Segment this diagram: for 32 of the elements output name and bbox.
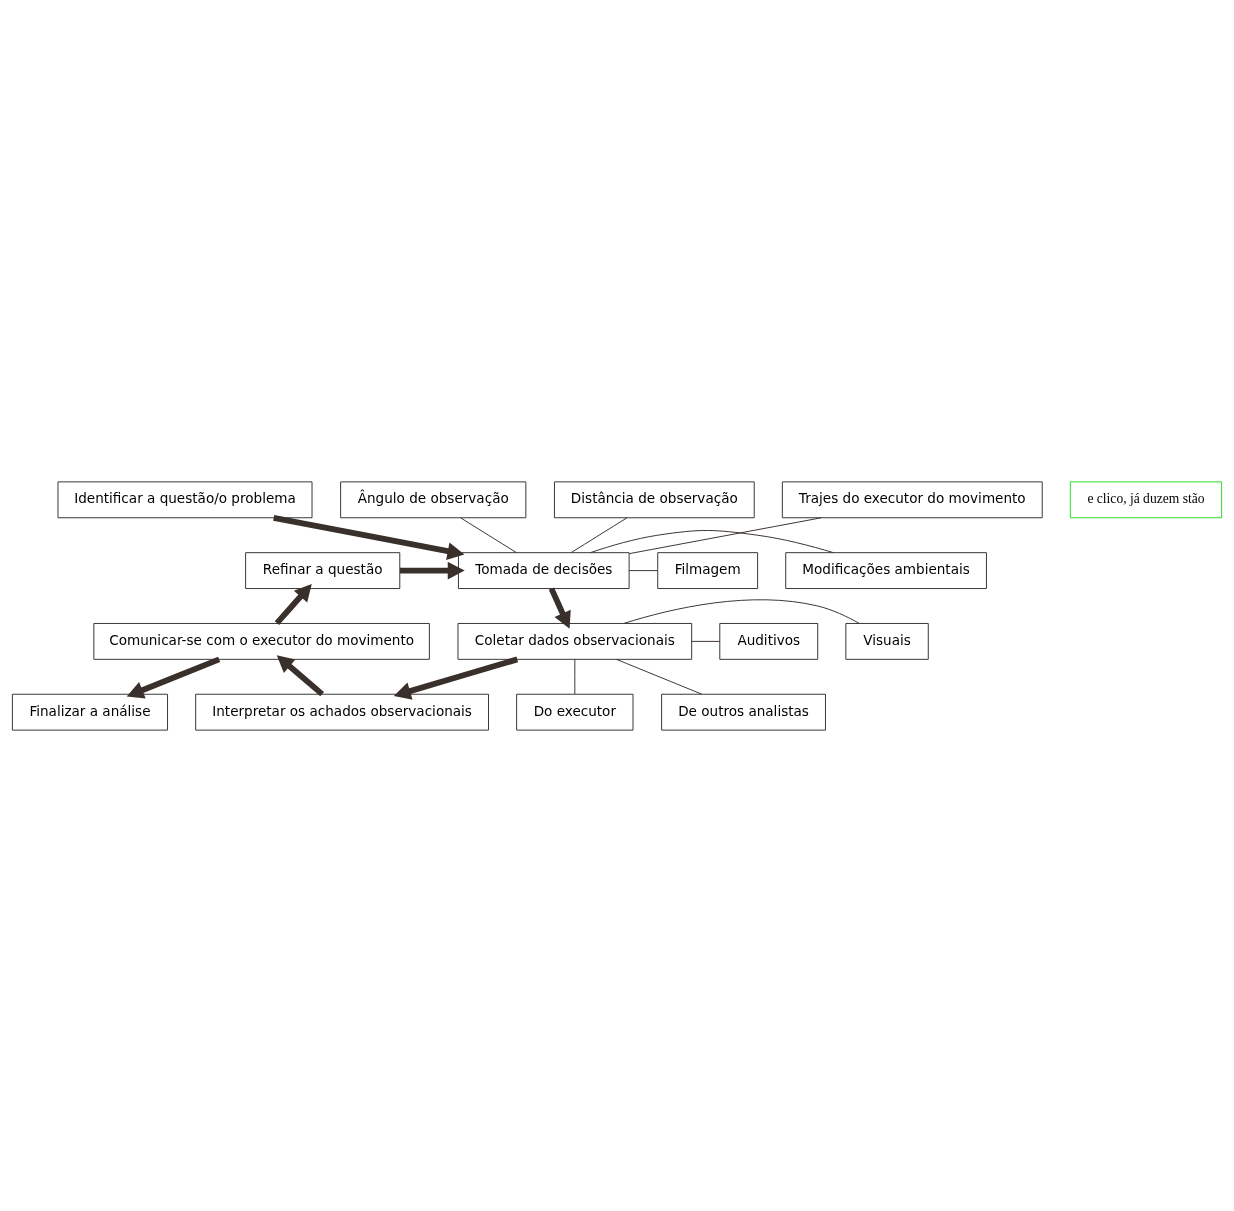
node-box: Interpretar os achados observacionais	[195, 693, 489, 731]
arrow	[274, 583, 312, 625]
node-box: Ângulo de observação	[340, 480, 527, 518]
node-box: Distância de observação	[553, 480, 755, 518]
connector	[460, 516, 517, 553]
node-box: Finalizar a análise	[11, 693, 169, 731]
node-box: Auditivos	[719, 622, 819, 660]
connector	[574, 658, 576, 694]
arrow	[548, 586, 571, 629]
connector	[691, 640, 720, 642]
node-box: De outros analistas	[661, 693, 826, 731]
node-box: Visuais	[845, 622, 929, 660]
node-box: Identificar a questão/o problema	[57, 480, 313, 518]
node-box: Refinar a questão	[245, 551, 401, 589]
connector	[589, 529, 834, 553]
node-box: Coletar dados observacionais	[457, 622, 693, 660]
arrow	[273, 514, 465, 560]
connector	[623, 598, 860, 624]
connector	[616, 658, 703, 695]
connector	[628, 516, 822, 554]
node-box: Tomada de decisões	[457, 551, 630, 589]
node-box: Do executor	[516, 693, 634, 731]
connector	[570, 516, 628, 553]
node-box: Filmagem	[657, 551, 759, 589]
arrow	[276, 654, 325, 696]
arrow	[393, 656, 519, 700]
node-box: Comunicar-se com o executor do movimento	[93, 622, 430, 660]
arrow	[400, 561, 465, 579]
node-box: e clico, já duzem stão	[1069, 480, 1223, 518]
node-box: Trajes do executor do movimento	[781, 480, 1043, 518]
node-box: Modificações ambientais	[785, 551, 987, 589]
connector	[628, 569, 658, 571]
